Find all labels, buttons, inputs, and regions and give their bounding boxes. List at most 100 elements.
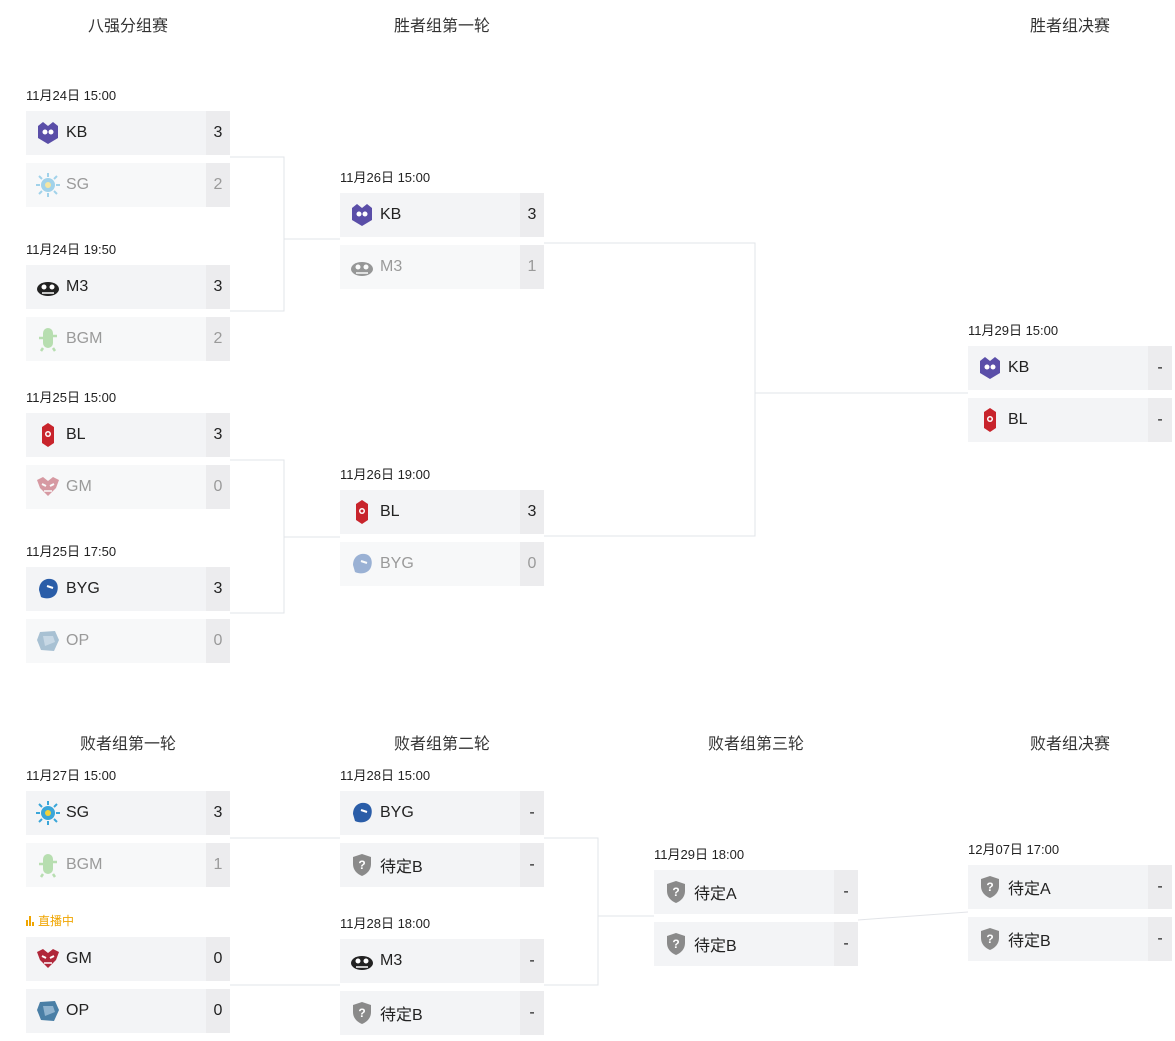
match-date-lbf: 12月07日 17:00 — [968, 842, 1060, 857]
team-score: - — [520, 791, 544, 835]
team-score: 0 — [206, 989, 230, 1033]
team-score: 3 — [206, 413, 230, 457]
bl-logo-icon — [977, 407, 1003, 433]
round-title-winners-final: 胜者组决赛 — [1029, 18, 1110, 35]
team-score: - — [1148, 865, 1172, 909]
team-row-qf2-a[interactable]: M3 3 — [26, 265, 230, 309]
team-name: 待定B — [380, 1007, 423, 1024]
team-row-qf1-b[interactable]: SG 2 — [26, 163, 230, 207]
team-row-qf2-b[interactable]: BGM 2 — [26, 317, 230, 361]
kb-logo-icon — [35, 120, 61, 146]
op-logo-icon — [35, 628, 61, 654]
team-score: 1 — [206, 843, 230, 887]
team-score: 2 — [206, 317, 230, 361]
team-row-lb3-b[interactable]: ? 待定B - — [654, 922, 858, 966]
team-name: M3 — [66, 278, 89, 295]
round-title-winners-r1: 胜者组第一轮 — [393, 18, 490, 35]
team-name: KB — [1008, 359, 1030, 376]
team-row-qf3-b[interactable]: GM 0 — [26, 465, 230, 509]
team-name: BL — [1008, 411, 1028, 428]
svg-text:?: ? — [358, 1006, 365, 1020]
team-score: 3 — [206, 111, 230, 155]
byg-logo-icon — [35, 576, 61, 602]
match-date-wb1: 11月26日 15:00 — [340, 170, 431, 185]
live-indicator[interactable]: 直播中 — [26, 912, 74, 929]
byg-logo-icon — [349, 551, 375, 577]
team-score: - — [520, 843, 544, 887]
team-row-qf4-a[interactable]: BYG 3 — [26, 567, 230, 611]
shield-question-icon: ? — [663, 931, 689, 957]
team-score: 0 — [206, 619, 230, 663]
team-score: 3 — [206, 567, 230, 611]
team-score: 2 — [206, 163, 230, 207]
svg-text:?: ? — [986, 880, 993, 894]
team-score: - — [834, 922, 858, 966]
team-name: BYG — [380, 804, 414, 821]
sg-logo-icon — [35, 800, 61, 826]
m3-logo-icon — [349, 254, 375, 280]
svg-text:?: ? — [358, 858, 365, 872]
team-name: M3 — [380, 952, 403, 969]
match-date-lb2a: 11月28日 15:00 — [340, 768, 431, 783]
round-title-losers-final: 败者组决赛 — [1029, 736, 1110, 753]
team-score: - — [520, 939, 544, 983]
shield-question-icon: ? — [663, 879, 689, 905]
team-name: BGM — [66, 330, 103, 347]
team-row-wbf-b[interactable]: BL- — [968, 398, 1172, 442]
team-name: 待定A — [694, 886, 737, 903]
bl-logo-icon — [349, 499, 375, 525]
match-date-lb1a: 11月27日 15:00 — [26, 768, 117, 783]
team-name: 待定B — [694, 938, 737, 955]
match-date-qf3: 11月25日 15:00 — [26, 390, 117, 405]
team-score: 0 — [520, 542, 544, 586]
team-row-lb2a-a[interactable]: BYG - — [340, 791, 544, 835]
bl-logo-icon — [35, 422, 61, 448]
team-score: 1 — [520, 245, 544, 289]
team-score: 3 — [206, 265, 230, 309]
team-row-lb3-a[interactable]: ?待定A- — [654, 870, 858, 914]
svg-text:?: ? — [672, 885, 679, 899]
live-label: 直播中 — [38, 914, 75, 928]
bgm-logo-icon — [35, 852, 61, 878]
team-row-qf3-a[interactable]: BL 3 — [26, 413, 230, 457]
op-logo-icon — [35, 998, 61, 1024]
team-name: M3 — [380, 258, 403, 275]
shield-question-icon: ? — [977, 874, 1003, 900]
team-name: BL — [66, 426, 86, 443]
team-row-qf4-b[interactable]: OP 0 — [26, 619, 230, 663]
round-title-losers-r2: 败者组第二轮 — [393, 736, 490, 753]
team-score: 3 — [206, 791, 230, 835]
team-name: BYG — [66, 580, 100, 597]
team-row-lb2b-a[interactable]: M3 - — [340, 939, 544, 983]
team-name: 待定A — [1008, 881, 1051, 898]
team-row-lbf-a[interactable]: ? 待定A - — [968, 865, 1172, 909]
round-title-losers-r3: 败者组第三轮 — [707, 736, 804, 753]
bgm-logo-icon — [35, 326, 61, 352]
sg-logo-icon — [35, 172, 61, 198]
team-name: 待定B — [380, 859, 423, 876]
team-score: 0 — [206, 465, 230, 509]
team-name: BL — [380, 503, 400, 520]
team-row-lbf-b[interactable]: ?待定B- — [968, 917, 1172, 961]
team-row-lb2a-b[interactable]: ? 待定B - — [340, 843, 544, 887]
match-date-qf1: 11月24日 15:00 — [26, 88, 117, 103]
team-name: SG — [66, 176, 90, 193]
kb-logo-icon — [349, 202, 375, 228]
round-title-losers-r1: 败者组第一轮 — [79, 736, 176, 753]
team-row-wb1-b[interactable]: M3 1 — [340, 245, 544, 289]
team-row-lb2b-b[interactable]: ?待定B- — [340, 991, 544, 1035]
match-date-lb3: 11月29日 18:00 — [654, 847, 745, 862]
team-row-wbf-a[interactable]: KB- — [968, 346, 1172, 390]
team-name: GM — [66, 478, 92, 495]
team-name: OP — [66, 632, 90, 649]
team-name: 待定B — [1008, 933, 1051, 950]
